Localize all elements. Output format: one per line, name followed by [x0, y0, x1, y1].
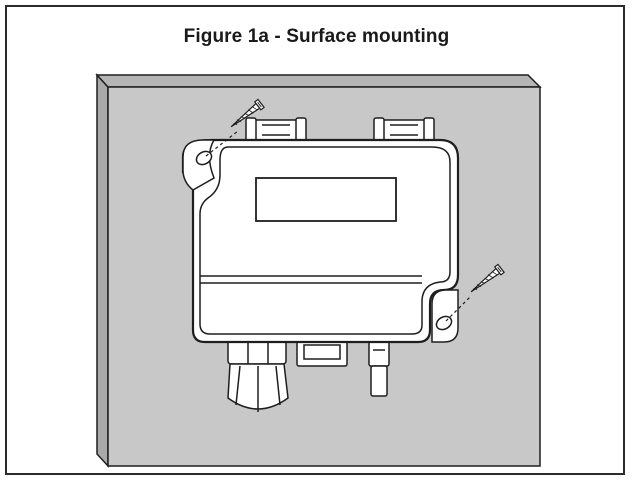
mounting-hole-bottom-right — [431, 289, 459, 343]
screw-icon — [470, 263, 505, 293]
wall-top-edge — [95, 74, 542, 88]
wall-left-edge — [96, 73, 109, 468]
pressure-nozzle — [368, 339, 390, 397]
screw-guide-top-left — [205, 130, 239, 157]
connector — [296, 339, 348, 367]
device-lid — [199, 146, 451, 335]
figure-title: Figure 1a - Surface mounting — [183, 26, 450, 47]
display-window — [255, 177, 397, 222]
screw-icon — [230, 98, 265, 128]
cable-gland — [227, 339, 289, 412]
